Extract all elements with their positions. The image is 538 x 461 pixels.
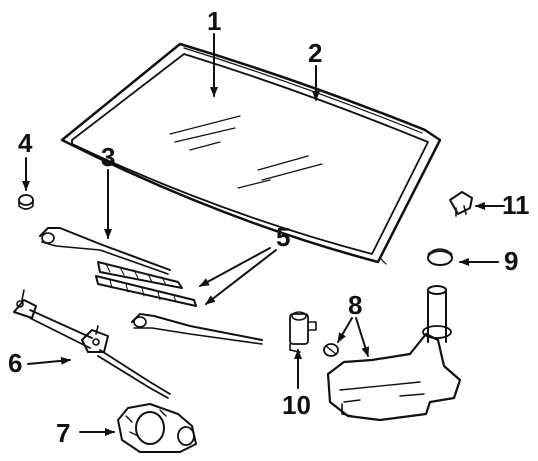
callout-2: 2 xyxy=(308,38,322,68)
callout-7: 7 xyxy=(56,418,70,448)
callout-6: 6 xyxy=(8,348,22,378)
callout-8: 8 xyxy=(348,290,362,320)
wiper-motor xyxy=(117,403,197,453)
washer-nozzle xyxy=(449,191,473,217)
callout-11: 11 xyxy=(502,190,530,220)
callout-1: 1 xyxy=(207,6,221,36)
callout-4: 4 xyxy=(18,128,33,158)
wiper-arm-right xyxy=(131,313,263,345)
nut-part xyxy=(18,194,34,210)
washer-reservoir xyxy=(326,285,462,422)
leader-lines xyxy=(22,33,505,436)
callout-10: 10 xyxy=(282,390,311,420)
wiper-arm-left xyxy=(39,227,171,275)
reservoir-cap xyxy=(427,248,453,266)
wiper-blade-lower xyxy=(95,275,197,307)
callout-3: 3 xyxy=(101,142,115,172)
windshield-glass xyxy=(60,42,442,264)
wiper-linkage xyxy=(13,289,171,399)
callout-5: 5 xyxy=(276,222,290,252)
wiper-blade-upper xyxy=(97,261,183,289)
grommet xyxy=(323,343,339,357)
washer-pump xyxy=(289,311,317,353)
callout-9: 9 xyxy=(504,246,518,276)
windshield-molding xyxy=(183,47,423,265)
